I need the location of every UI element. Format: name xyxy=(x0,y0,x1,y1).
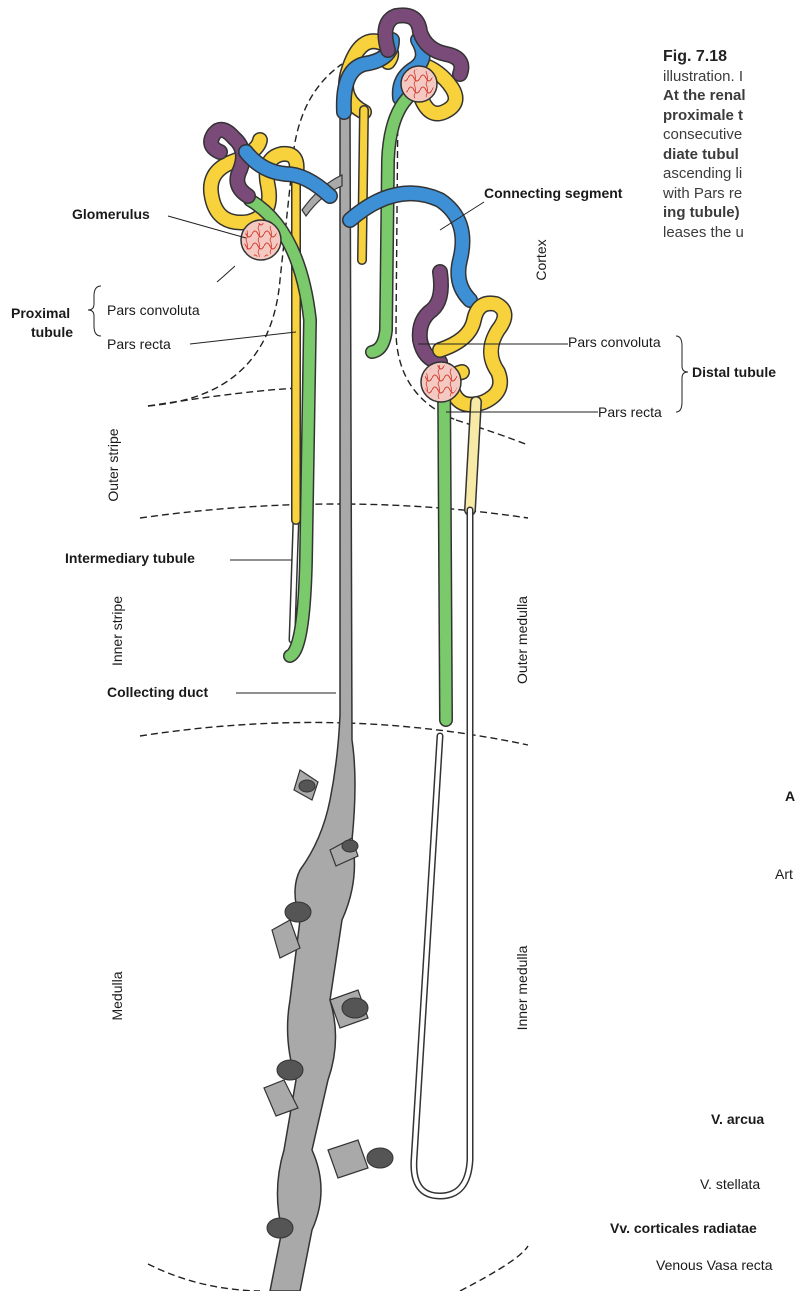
zone-inner-stripe: Inner stripe xyxy=(109,586,125,676)
label-proximal-tubule-line1: Proximal xyxy=(11,305,70,321)
distal-brace xyxy=(676,336,688,412)
proximal-brace xyxy=(88,286,101,336)
cutoff-label-vv-corticales: Vv. corticales radiatae xyxy=(610,1220,757,1236)
leader-pars-recta-left xyxy=(190,332,296,344)
zone-medulla: Medulla xyxy=(109,966,125,1026)
duct-branch-opening xyxy=(285,902,311,922)
label-pars-recta-left: Pars recta xyxy=(107,336,171,352)
cutoff-label-venous-vasa-recta: Venous Vasa recta xyxy=(656,1257,772,1273)
caption-line: At the renal xyxy=(663,86,795,106)
medulla-bottom-arc xyxy=(148,1264,260,1291)
medulla-bottom-arc-right xyxy=(460,1246,528,1291)
zone-outer-stripe: Outer stripe xyxy=(105,420,121,510)
cutoff-label-v-stellata: V. stellata xyxy=(700,1176,760,1192)
zone-outer-medulla: Outer medulla xyxy=(514,585,530,695)
duct-branch-opening xyxy=(342,840,358,852)
zone-cortex: Cortex xyxy=(533,230,549,290)
label-intermediary-tubule: Intermediary tubule xyxy=(65,550,195,566)
label-collecting-duct: Collecting duct xyxy=(107,684,208,700)
label-pars-convoluta-right: Pars convoluta xyxy=(568,334,661,350)
duct-branch-opening xyxy=(342,998,368,1018)
duct-branch-opening xyxy=(367,1148,393,1168)
duct-branch-opening xyxy=(299,780,315,792)
caption-fig-label: Fig. 7.18 xyxy=(663,47,795,67)
cutoff-label-v-arcua: V. arcua xyxy=(711,1111,764,1127)
label-pars-recta-right: Pars recta xyxy=(598,404,662,420)
caption-line: leases the u xyxy=(663,223,795,243)
caption-line: illustration. I xyxy=(663,67,795,87)
duct-branch-opening xyxy=(267,1218,293,1238)
collecting-duct xyxy=(264,112,394,1291)
cortex-medulla-boundary-right xyxy=(456,420,528,445)
caption-line: proximale t xyxy=(663,106,795,126)
caption-line: with Pars re xyxy=(663,184,795,204)
caption-line: consecutive xyxy=(663,125,795,145)
caption-line: ing tubule) xyxy=(663,203,795,223)
label-pars-convoluta-left: Pars convoluta xyxy=(107,302,200,318)
cutoff-label-a: A xyxy=(785,788,795,804)
label-connecting-segment: Connecting segment xyxy=(484,185,622,201)
label-distal-tubule: Distal tubule xyxy=(692,364,776,380)
figure-caption: Fig. 7.18 illustration. I At the renal p… xyxy=(663,47,795,297)
cutoff-label-art: Art xyxy=(775,866,793,882)
leader-pars-convoluta-left xyxy=(217,266,235,282)
label-proximal-tubule-line2: tubule xyxy=(31,324,73,340)
caption-line: diate tubul xyxy=(663,145,795,165)
zone-inner-medulla: Inner medulla xyxy=(514,938,530,1038)
caption-line: ascending li xyxy=(663,164,795,184)
duct-branch-opening xyxy=(277,1060,303,1080)
label-glomerulus: Glomerulus xyxy=(72,206,150,222)
